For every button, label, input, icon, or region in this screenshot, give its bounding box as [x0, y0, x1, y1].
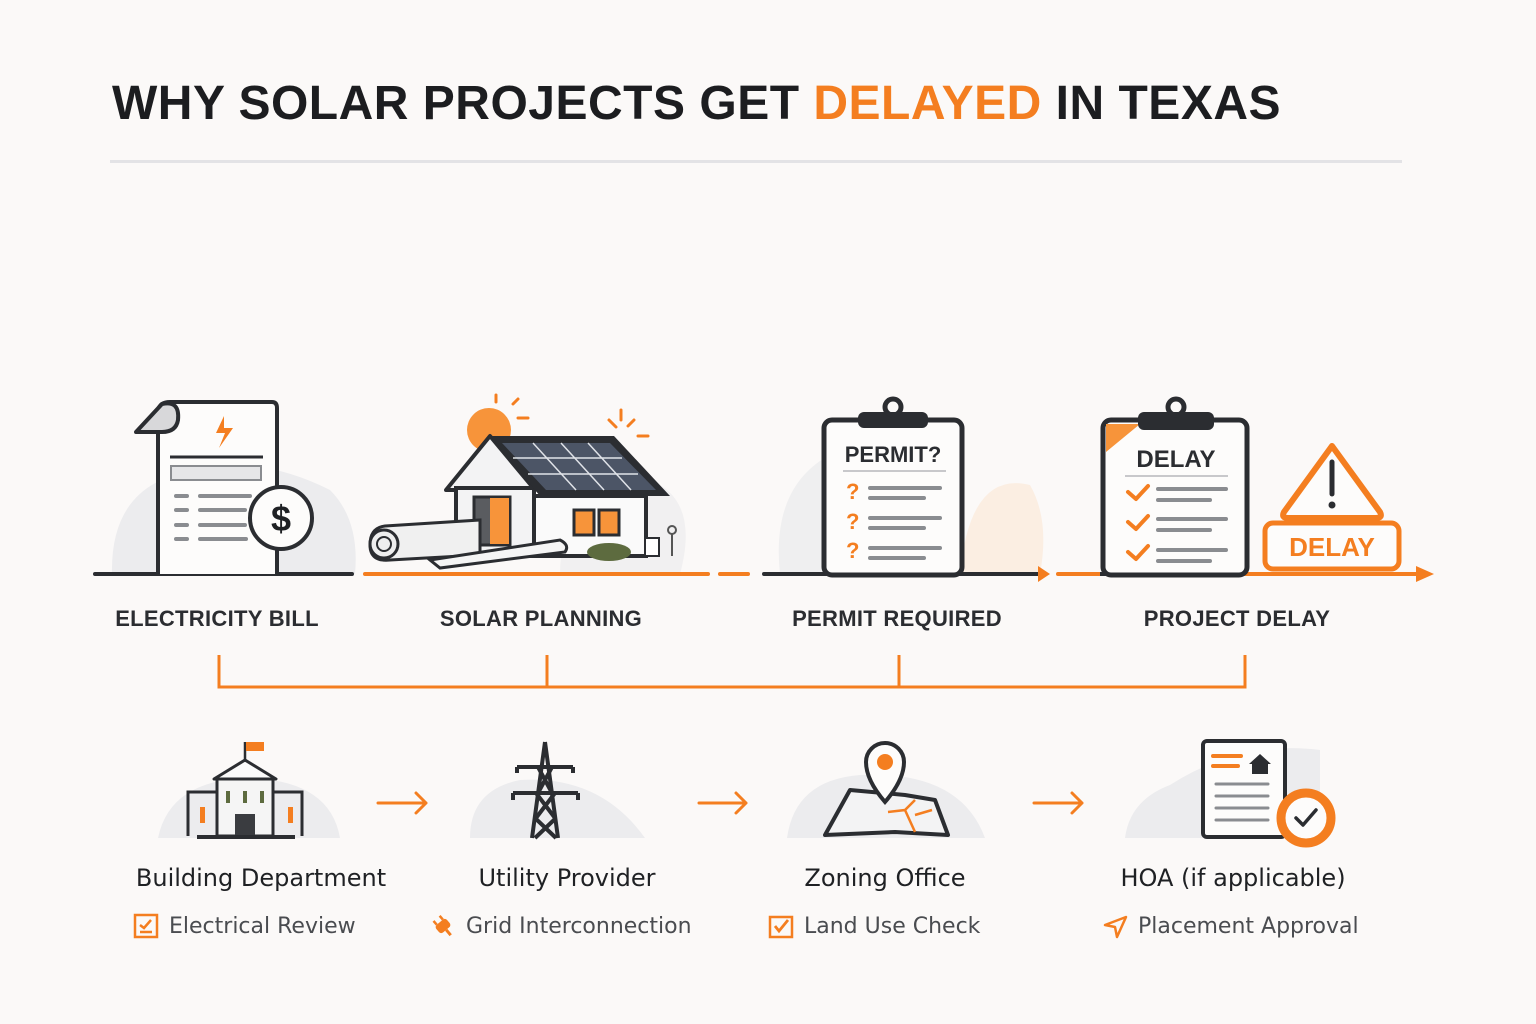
hoa-document-icon — [1125, 739, 1336, 848]
title-highlight: DELAYED — [813, 77, 1042, 130]
agency-task-placement-approval: Placement Approval — [1102, 913, 1359, 939]
building-icon — [158, 742, 340, 839]
task-label: Placement Approval — [1138, 913, 1359, 939]
warning-triangle-icon — [1280, 443, 1384, 521]
solar-house-icon — [368, 393, 677, 570]
agency-title-hoa: HOA (if applicable) — [1120, 864, 1346, 892]
checklist-icon — [133, 913, 159, 939]
title-prefix: WHY SOLAR PROJECTS GET — [112, 77, 814, 130]
task-label: Grid Interconnection — [466, 913, 692, 939]
task-label: Electrical Review — [169, 913, 356, 939]
stage-label-permit-required: PERMIT REQUIRED — [792, 606, 1002, 631]
svg-text:DELAY: DELAY — [1136, 446, 1215, 473]
agency-title-utility-provider: Utility Provider — [478, 864, 656, 892]
plug-icon — [432, 914, 452, 937]
stage-label-electricity-bill: ELECTRICITY BILL — [115, 606, 319, 631]
agency-task-land-use-check: Land Use Check — [768, 913, 980, 939]
flow-arrows — [376, 791, 1084, 815]
stage-label-project-delay: PROJECT DELAY — [1143, 606, 1331, 631]
stage-label-solar-planning: SOLAR PLANNING — [439, 606, 643, 631]
svg-text:$: $ — [271, 498, 291, 539]
title-divider — [110, 160, 1402, 163]
agency-title-zoning-office: Zoning Office — [804, 864, 966, 892]
permit-clipboard-icon: PERMIT? ??? — [821, 396, 965, 578]
svg-text:?: ? — [846, 538, 859, 563]
checkbox-icon — [768, 915, 794, 939]
svg-text:?: ? — [846, 509, 859, 534]
agency-task-grid-interconnection: Grid Interconnection — [430, 913, 692, 939]
delay-badge: DELAY — [1262, 520, 1402, 572]
svg-text:PERMIT?: PERMIT? — [845, 442, 942, 467]
agency-title-building-department: Building Department — [135, 864, 387, 892]
svg-text:DELAY: DELAY — [1289, 532, 1375, 562]
power-tower-icon — [470, 741, 645, 840]
title-suffix: IN TEXAS — [1041, 77, 1282, 130]
task-label: Land Use Check — [804, 913, 981, 939]
agency-task-electrical-review: Electrical Review — [133, 913, 356, 939]
map-pin-icon — [787, 741, 985, 838]
svg-text:?: ? — [846, 479, 859, 504]
delay-clipboard-icon: DELAY — [1100, 396, 1250, 578]
bill-dollar-icon: $ — [134, 400, 314, 574]
page-title: WHY SOLAR PROJECTS GET DELAYED IN TEXAS — [112, 76, 1281, 131]
send-arrow-icon — [1103, 915, 1128, 939]
bracket-connector — [217, 655, 1247, 689]
